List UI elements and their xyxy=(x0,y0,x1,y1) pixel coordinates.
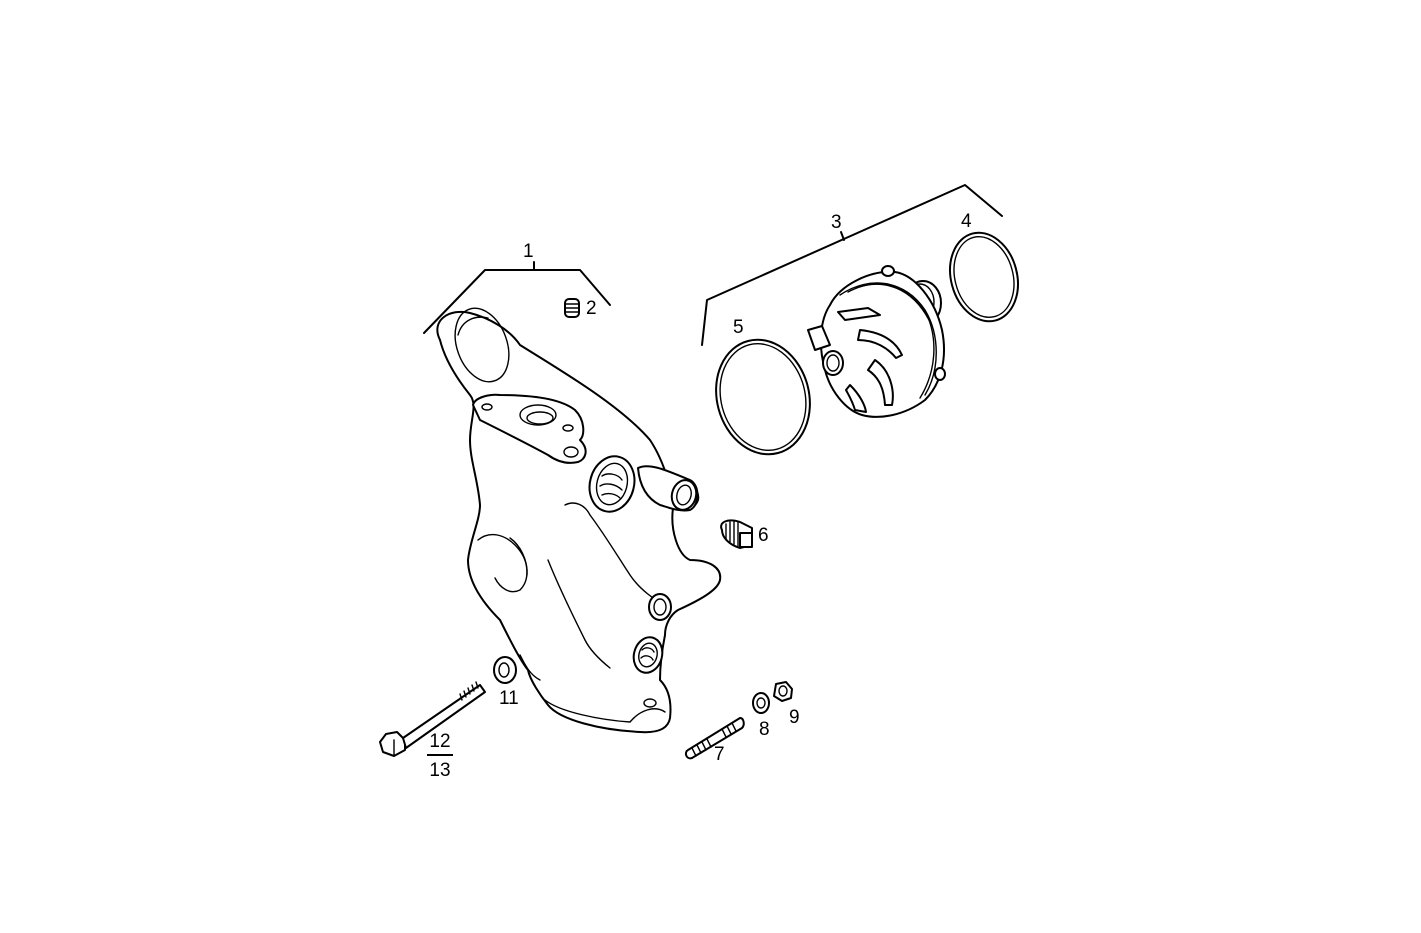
callout-11: 11 xyxy=(499,688,519,709)
o-ring-large-icon xyxy=(949,231,1019,323)
callout-12: 12 xyxy=(427,732,453,756)
bracket-1 xyxy=(423,261,611,334)
washer-small-icon xyxy=(493,656,517,684)
nut-icon xyxy=(773,681,793,702)
callout-3: 3 xyxy=(831,212,842,233)
stud-icon xyxy=(684,717,745,760)
callout-6: 6 xyxy=(758,525,769,546)
callout-4: 4 xyxy=(961,211,972,232)
threaded-plug-icon xyxy=(720,519,753,549)
callout-1: 1 xyxy=(523,241,534,262)
impeller-assembly-icon xyxy=(807,265,946,418)
callout-13: 13 xyxy=(429,760,451,781)
callout-7: 7 xyxy=(714,744,725,765)
callout-2: 2 xyxy=(586,298,597,319)
hex-bolt-icon xyxy=(379,681,486,757)
pump-housing-icon xyxy=(436,307,722,734)
o-ring-icon xyxy=(715,338,811,456)
callout-9: 9 xyxy=(789,707,800,728)
bracket-3 xyxy=(701,184,1003,346)
callout-8: 8 xyxy=(759,719,770,740)
washer-icon xyxy=(752,692,770,714)
callout-12-13: 12 13 xyxy=(427,732,453,780)
callout-5: 5 xyxy=(733,317,744,338)
plug-icon xyxy=(564,298,580,318)
